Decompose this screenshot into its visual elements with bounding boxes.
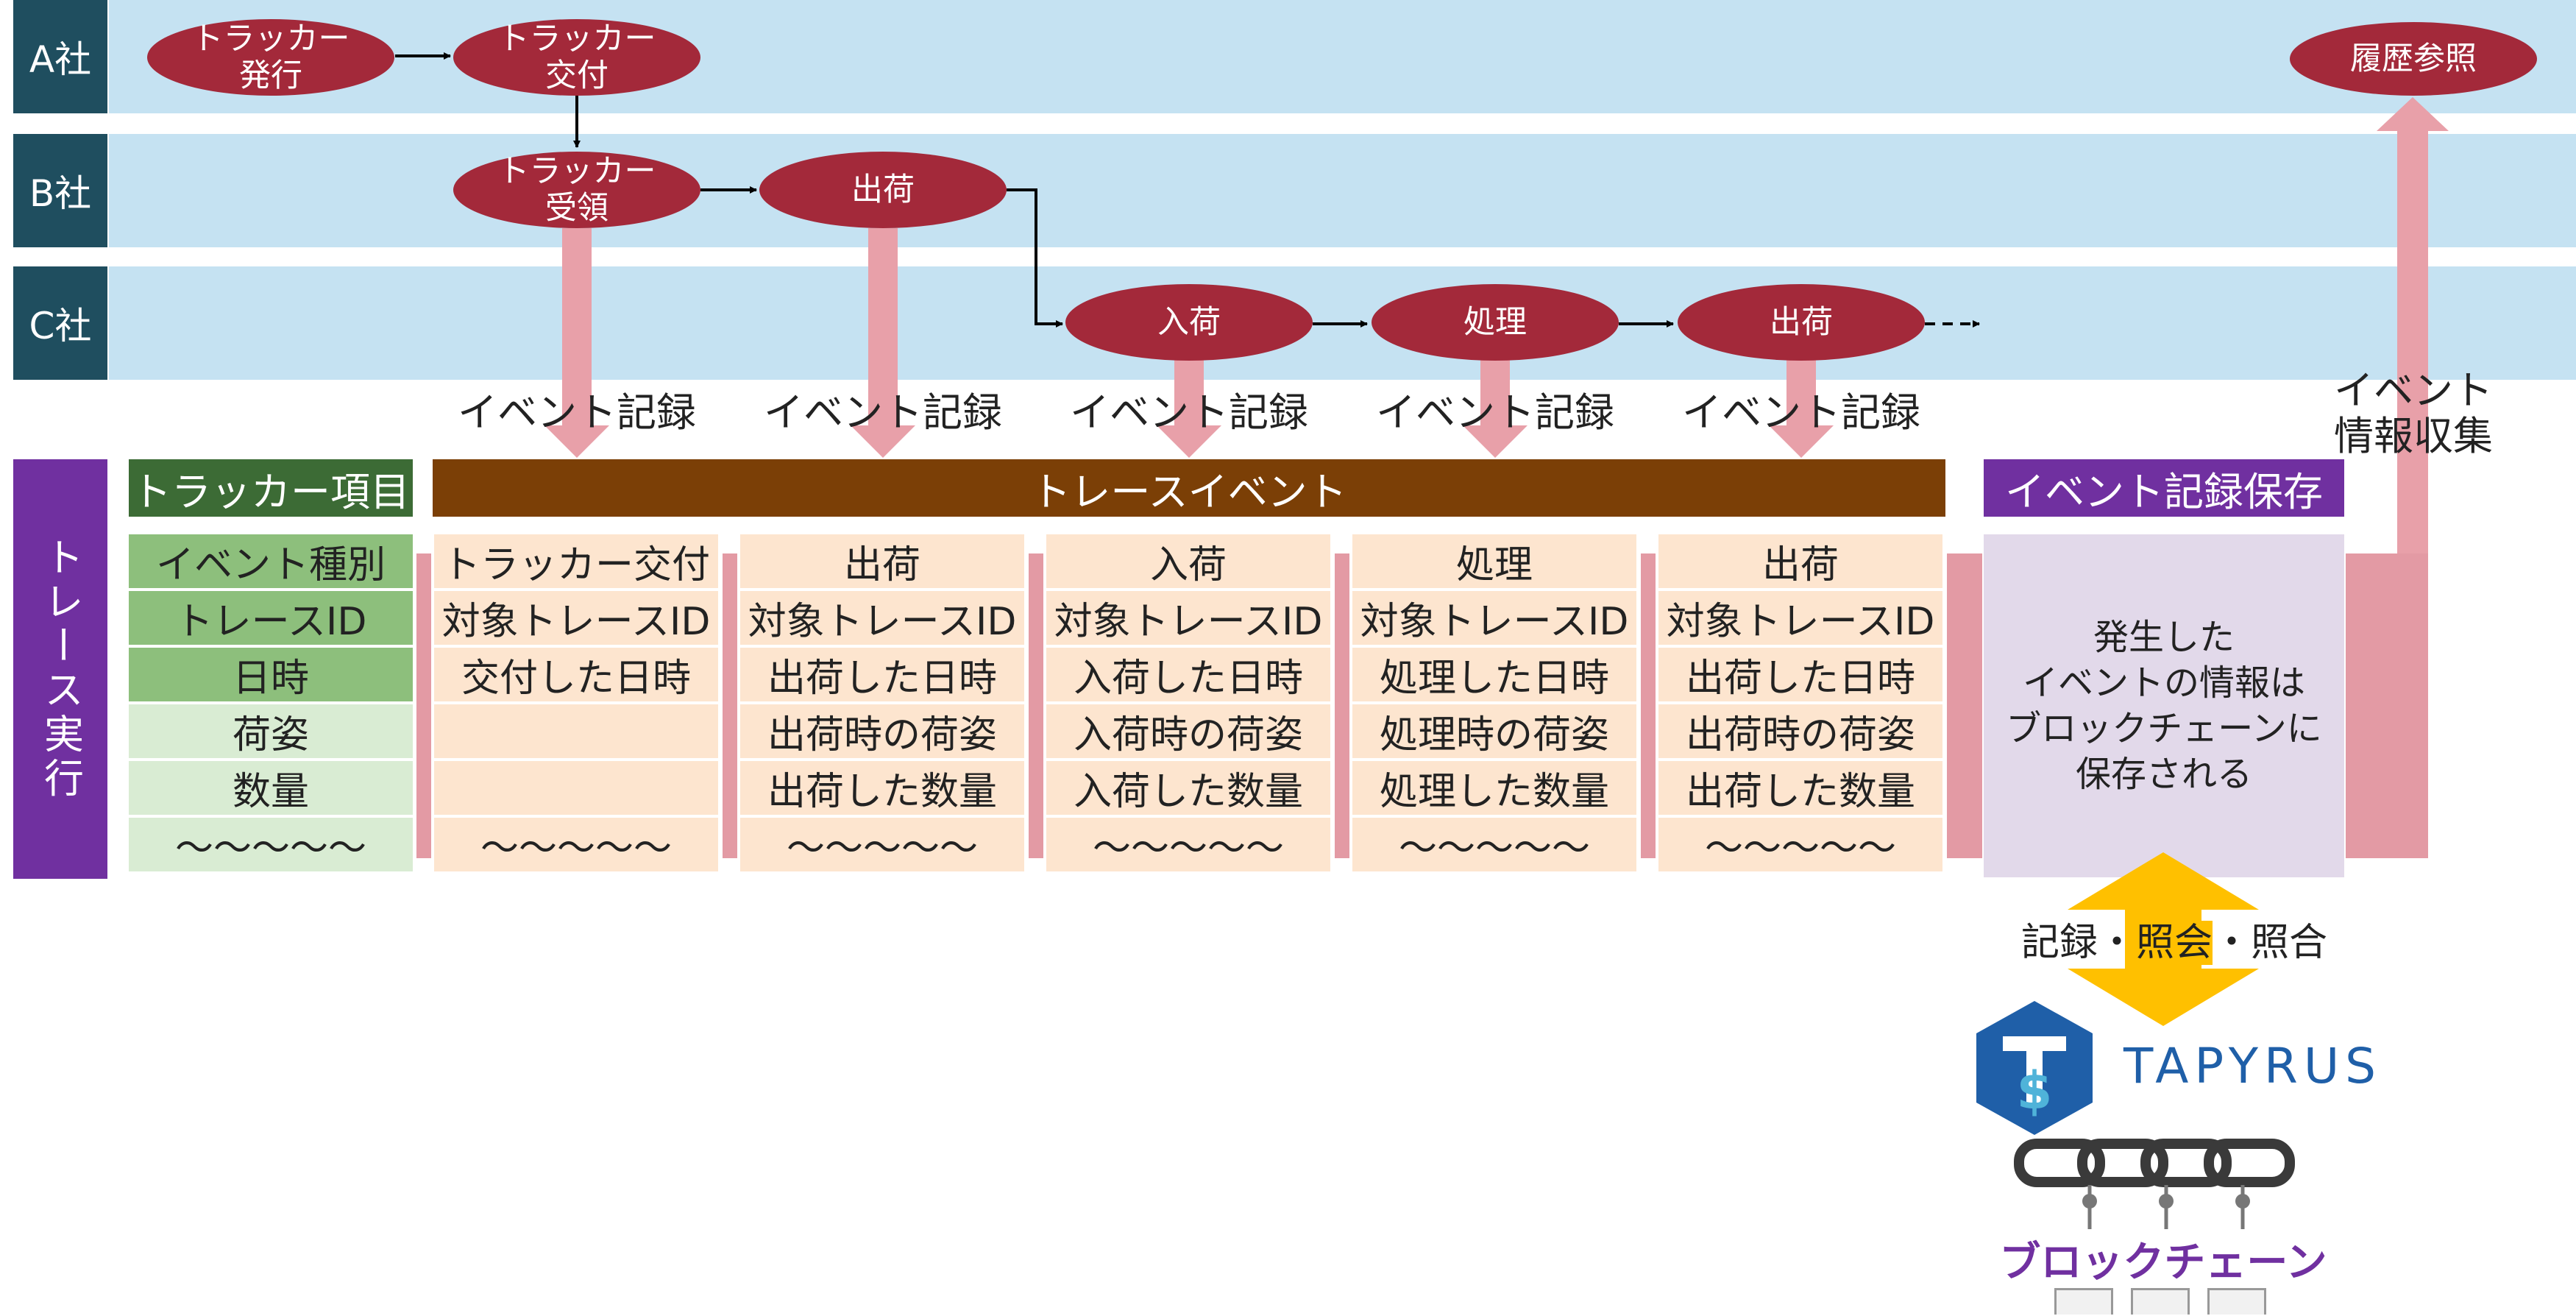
node-process-c: 処理: [1372, 284, 1619, 361]
trace-event-header: トレースイベント: [433, 459, 1945, 517]
event-cell: 入荷した数量: [1046, 761, 1330, 815]
event-cell: ～～～～～: [1658, 818, 1942, 871]
event-arrow-1: [544, 228, 609, 458]
event-cell: 対象トレースID: [740, 591, 1024, 645]
event-record-label: イベント記録: [1070, 389, 1308, 436]
tracker-item: 数量: [129, 761, 413, 815]
event-cell: 処理時の荷姿: [1352, 704, 1636, 758]
event-record-label: イベント記録: [1376, 389, 1614, 436]
blockchain-label: ブロックチェーン: [1999, 1239, 2327, 1287]
tracker-item: 日時: [129, 648, 413, 701]
link-label-part3: ・照合: [2213, 921, 2328, 965]
event-cell: 入荷: [1046, 534, 1330, 588]
brand-name: TAPYRUS: [2123, 1038, 2382, 1094]
event-cell: 出荷: [740, 534, 1024, 588]
event-cell: 処理した数量: [1352, 761, 1636, 815]
tracker-item: 荷姿: [129, 704, 413, 758]
node-tracker-deliver: トラッカー 交付: [453, 19, 700, 96]
lane-label-b: B社: [13, 134, 107, 247]
event-cell: ～～～～～: [434, 818, 718, 871]
event-record-label: イベント記録: [1682, 389, 1920, 436]
event-cell: 対象トレースID: [1046, 591, 1330, 645]
event-cell: 対象トレースID: [1352, 591, 1636, 645]
event-cell: ～～～～～: [1352, 818, 1636, 871]
event-cell: 対象トレースID: [434, 591, 718, 645]
save-box-text: 発生した イベントの情報は ブロックチェーンに 保存される: [2006, 617, 2322, 795]
chain-icon: [2014, 1139, 2295, 1229]
event-cell: [434, 761, 718, 815]
collect-arrow: [2377, 97, 2449, 857]
separator-bar: [1641, 553, 1656, 858]
save-box: 発生した イベントの情報は ブロックチェーンに 保存される: [1984, 534, 2344, 877]
event-arrow-3: [1157, 358, 1221, 458]
event-cell: 出荷した日時: [740, 648, 1024, 701]
event-column: 出荷 対象トレースID 出荷した日時 出荷時の荷姿 出荷した数量 ～～～～～: [1658, 534, 1942, 871]
event-arrow-4: [1463, 358, 1527, 458]
tracker-items-header: トラッカー項目: [129, 459, 413, 517]
block-box: [2207, 1288, 2266, 1315]
separator-bar: [1335, 553, 1349, 858]
event-arrow-2: [851, 228, 915, 458]
event-record-arrows: [544, 228, 1834, 458]
event-record-label: イベント記録: [458, 389, 696, 436]
event-arrow-5: [1769, 358, 1834, 458]
separator-bar: [416, 553, 431, 858]
event-cell: 出荷時の荷姿: [740, 704, 1024, 758]
node-ship-b: 出荷: [759, 152, 1007, 228]
tapyrus-logo-icon: $: [1976, 1001, 2093, 1135]
tracker-item: ～～～～～: [129, 818, 413, 871]
node-ship-c: 出荷: [1678, 284, 1925, 361]
lane-label-c: C社: [13, 266, 107, 380]
node-tracker-issue: トラッカー 発行: [147, 19, 394, 96]
save-event-header: イベント記録保存: [1984, 459, 2344, 517]
separator-bar: [1947, 553, 1982, 858]
node-arrive-c: 入荷: [1065, 284, 1313, 361]
event-cell: 入荷時の荷姿: [1046, 704, 1330, 758]
event-cell: [434, 704, 718, 758]
event-column: 出荷 対象トレースID 出荷した日時 出荷時の荷姿 出荷した数量 ～～～～～: [740, 534, 1024, 871]
flow-connectors: [395, 52, 1980, 328]
event-cell: ～～～～～: [740, 818, 1024, 871]
event-cell: 入荷した日時: [1046, 648, 1330, 701]
event-column: トラッカー交付 対象トレースID 交付した日時 ～～～～～: [434, 534, 718, 871]
event-cell: 交付した日時: [434, 648, 718, 701]
tracker-item: イベント種別: [129, 534, 413, 588]
event-column: 処理 対象トレースID 処理した日時 処理時の荷姿 処理した数量 ～～～～～: [1352, 534, 1636, 871]
event-cell: 出荷: [1658, 534, 1942, 588]
node-tracker-receive: トラッカー 受領: [453, 152, 700, 228]
separator-bar: [723, 553, 737, 858]
event-cell: 出荷時の荷姿: [1658, 704, 1942, 758]
node-history: 履歴参照: [2290, 22, 2537, 96]
trace-exec-text: トレース実行: [37, 537, 84, 802]
trace-exec-label: トレース実行: [13, 459, 107, 879]
link-label-part2: 照会: [2135, 921, 2213, 965]
event-record-label: イベント記録: [764, 389, 1002, 436]
event-cell: トラッカー交付: [434, 534, 718, 588]
lane-label-a: A社: [13, 0, 107, 113]
link-label-part1: 記録・: [2020, 921, 2136, 965]
block-box: [2131, 1288, 2190, 1315]
link-label: 記録・照会・照合: [2001, 911, 2347, 966]
svg-text:$: $: [2017, 1061, 2053, 1121]
tracker-items-column: イベント種別 トレースID 日時 荷姿 数量 ～～～～～: [129, 534, 413, 871]
tracker-item: トレースID: [129, 591, 413, 645]
event-collect-label: イベント 情報収集: [2334, 367, 2493, 459]
event-cell: 処理した日時: [1352, 648, 1636, 701]
event-cell: 出荷した日時: [1658, 648, 1942, 701]
event-cell: 対象トレースID: [1658, 591, 1942, 645]
separator-bar: [2346, 553, 2428, 858]
event-cell: ～～～～～: [1046, 818, 1330, 871]
event-cell: 出荷した数量: [1658, 761, 1942, 815]
block-box: [2054, 1288, 2113, 1315]
event-cell: 出荷した数量: [740, 761, 1024, 815]
event-cell: 処理: [1352, 534, 1636, 588]
separator-bar: [1029, 553, 1043, 858]
event-column: 入荷 対象トレースID 入荷した日時 入荷時の荷姿 入荷した数量 ～～～～～: [1046, 534, 1330, 871]
